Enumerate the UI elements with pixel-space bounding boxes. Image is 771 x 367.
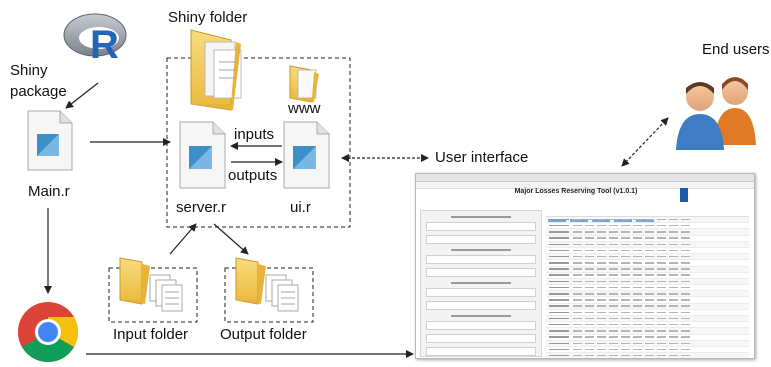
table-row (546, 248, 749, 255)
main-script-icon (27, 110, 73, 171)
shiny-folder-label: Shiny folder (168, 9, 247, 26)
svg-text:R: R (90, 23, 119, 67)
browser-tab-bar (416, 174, 754, 182)
table-row (546, 328, 749, 335)
input-folder-boundary (108, 267, 198, 323)
table-row (546, 291, 749, 298)
table-row (546, 335, 749, 341)
users-icon (676, 77, 756, 150)
table-row (546, 241, 749, 248)
ui-file-label: ui.r (290, 199, 311, 216)
www-label: www (287, 100, 321, 117)
table-row (546, 260, 749, 267)
r-logo-icon: R (63, 13, 127, 67)
app-title: Major Losses Reserving Tool (v1.0.1) (514, 188, 638, 195)
table-row (546, 340, 749, 347)
outputs-label: outputs (228, 167, 277, 184)
www-folder-icon (289, 65, 319, 103)
table-row (546, 266, 749, 273)
shiny-folder-icon (190, 29, 242, 111)
table-row (546, 273, 749, 279)
table-row (546, 278, 749, 286)
main-file-label: Main.r (28, 183, 70, 200)
table-row (546, 223, 749, 230)
shiny-package-label-line2: package (10, 83, 67, 100)
app-screenshot: Major Losses Reserving Tool (v1.0.1) (415, 173, 755, 359)
arrow-server-to-output (213, 223, 249, 255)
arrow-r-to-main (65, 82, 99, 109)
output-folder-icon (235, 257, 299, 312)
table-row (546, 322, 749, 329)
chrome-browser-icon (18, 302, 79, 363)
table-row (546, 353, 749, 358)
shiny-package-label-line1: Shiny (10, 62, 48, 79)
company-logo-icon (680, 188, 726, 202)
table-row (546, 236, 749, 242)
app-sidebar-panel (420, 210, 542, 357)
output-folder-boundary (224, 267, 314, 323)
table-row (546, 217, 749, 224)
user-interface-label: User interface (435, 149, 528, 166)
browser-address-bar (416, 182, 754, 189)
table-row (546, 310, 749, 316)
input-folder-label: Input folder (113, 326, 188, 343)
input-folder-icon (119, 257, 183, 312)
table-row (546, 303, 749, 310)
table-row (546, 285, 749, 292)
table-row (546, 254, 749, 261)
server-file-label: server.r (176, 199, 226, 216)
app-results-table (546, 210, 749, 358)
ui-script-icon (283, 121, 330, 189)
table-row (546, 297, 749, 304)
arrow-app-users (621, 117, 669, 167)
arrow-input-to-server (169, 223, 197, 255)
table-row (546, 229, 749, 236)
table-row (546, 316, 749, 323)
table-row (546, 347, 749, 354)
end-users-label: End users (702, 41, 770, 58)
inputs-label: inputs (234, 126, 274, 143)
server-script-icon (179, 121, 226, 189)
output-folder-label: Output folder (220, 326, 307, 343)
